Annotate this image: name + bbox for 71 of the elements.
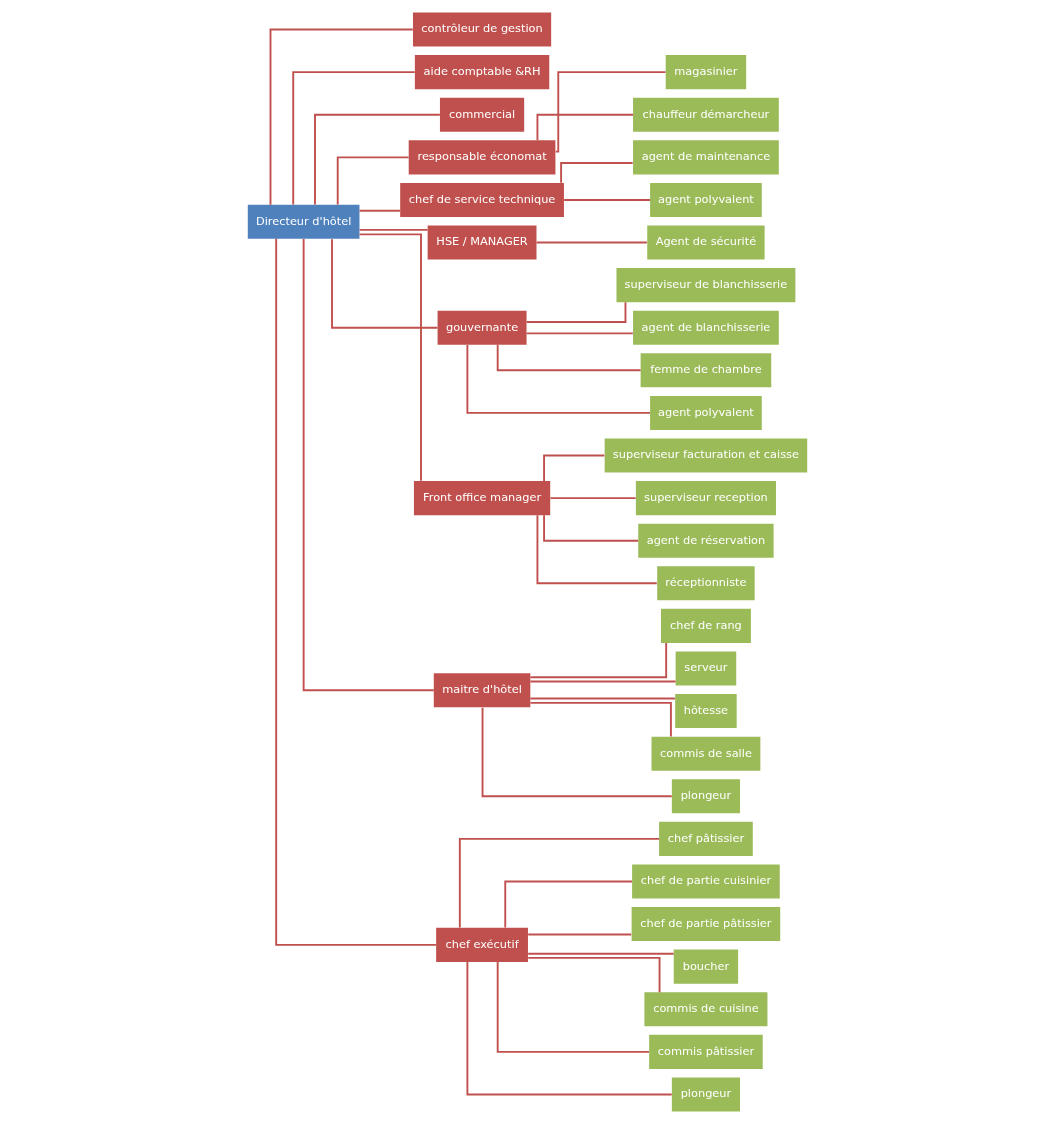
- connector: [529, 697, 676, 700]
- connector: [358, 209, 402, 212]
- connector: [543, 454, 606, 482]
- node-box: femme de chambre: [640, 353, 772, 388]
- node-box: agent polyvalent: [650, 395, 762, 430]
- node-box: plongeur: [671, 1077, 740, 1112]
- node-box: chauffeur démarcheur: [633, 97, 779, 132]
- connector: [336, 156, 410, 206]
- connector: [527, 952, 675, 955]
- node-box: agent de réservation: [638, 523, 774, 558]
- node-box: réceptionniste: [657, 566, 755, 601]
- node-box: gouvernante: [437, 310, 527, 345]
- node-box: superviseur de blanchisserie: [616, 268, 796, 303]
- node-box: aide comptable &RH: [414, 55, 550, 90]
- node-box: commercial: [439, 97, 525, 132]
- connector: [458, 837, 660, 929]
- node-box: agent polyvalent: [650, 182, 762, 217]
- connector: [481, 706, 673, 798]
- connector: [543, 514, 640, 542]
- node-box: commis de salle: [651, 736, 761, 771]
- node-box: serveur: [675, 651, 737, 686]
- node-box: commis de cuisine: [644, 992, 768, 1027]
- connector: [466, 344, 651, 414]
- connector: [527, 933, 633, 936]
- connector: [302, 238, 435, 692]
- node-box: responsable économat: [408, 140, 556, 175]
- node-box: superviseur facturation et caisse: [604, 438, 808, 473]
- connector: [358, 233, 422, 482]
- node-box: Directeur d'hôtel: [247, 204, 360, 239]
- node-box: HSE / MANAGER: [427, 225, 537, 260]
- connector: [529, 642, 668, 679]
- node-box: agent de maintenance: [633, 140, 779, 175]
- connector: [560, 162, 634, 184]
- node-box: Agent de sécurité: [647, 225, 765, 260]
- node-box: chef de service technique: [400, 182, 564, 217]
- node-box: hôtesse: [675, 694, 737, 729]
- node-box: chef de partie pâtissier: [631, 907, 781, 942]
- connector: [358, 228, 429, 231]
- node-box: boucher: [673, 949, 739, 984]
- connector: [275, 237, 438, 946]
- connector: [527, 956, 661, 994]
- connector: [496, 961, 650, 1053]
- node-box: chef de rang: [660, 608, 751, 643]
- node-box: commis pâtissier: [649, 1034, 763, 1069]
- connector: [536, 113, 634, 142]
- node-box: chef pâtissier: [659, 821, 753, 856]
- node-box: chef exécutif: [436, 927, 528, 962]
- connector: [549, 497, 637, 500]
- connector: [554, 71, 667, 153]
- connector: [563, 199, 651, 201]
- node-box: agent de blanchisserie: [633, 310, 779, 345]
- connector: [529, 701, 672, 738]
- node-box: maitre d'hôtel: [433, 673, 531, 708]
- connector: [529, 680, 677, 683]
- connector: [536, 514, 658, 585]
- connector: [525, 301, 627, 323]
- connector: [269, 28, 414, 206]
- node-box: magasinier: [665, 55, 747, 90]
- connector: [466, 961, 673, 1096]
- node-box: chef de partie cuisinier: [632, 864, 780, 899]
- node-box: contrôleur de gestion: [412, 12, 552, 47]
- node-box: Front office manager: [413, 481, 551, 516]
- node-box: superviseur reception: [635, 481, 776, 516]
- connector: [504, 880, 633, 929]
- connector: [496, 343, 642, 372]
- node-box: plongeur: [671, 779, 740, 814]
- connector: [314, 113, 441, 206]
- connector: [292, 71, 416, 206]
- connector: [331, 238, 439, 329]
- connector: [525, 332, 634, 335]
- connector: [535, 241, 648, 244]
